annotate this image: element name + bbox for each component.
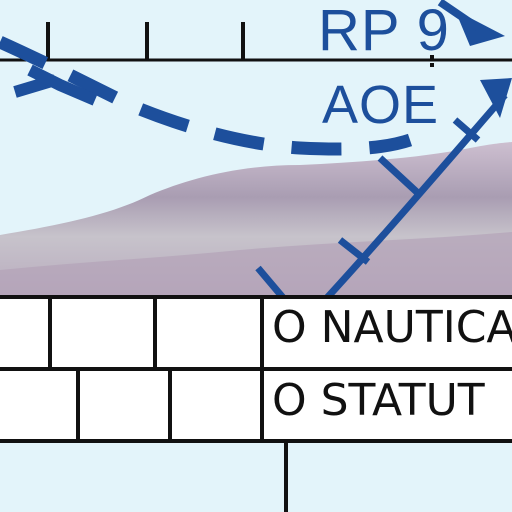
- reporting-point-label: RP 9: [318, 0, 450, 63]
- airspace-boundary-line: [322, 92, 508, 303]
- boundary-tick: [452, 117, 481, 143]
- boundary-tick: [377, 155, 423, 198]
- bottom-background: [0, 443, 512, 512]
- boundary-tick: [337, 237, 371, 265]
- route-arrow-shaft: [437, 0, 493, 40]
- statute-miles-label: O STATUT: [272, 376, 485, 426]
- boundary-tick: [255, 265, 288, 303]
- terrain-lower-shade: [0, 232, 512, 300]
- nautical-miles-label: O NAUTICA: [272, 303, 512, 353]
- area-label: AOE: [322, 75, 440, 135]
- boundary-arrowhead-icon: [480, 78, 512, 118]
- route-stub-left-2: [27, 64, 98, 106]
